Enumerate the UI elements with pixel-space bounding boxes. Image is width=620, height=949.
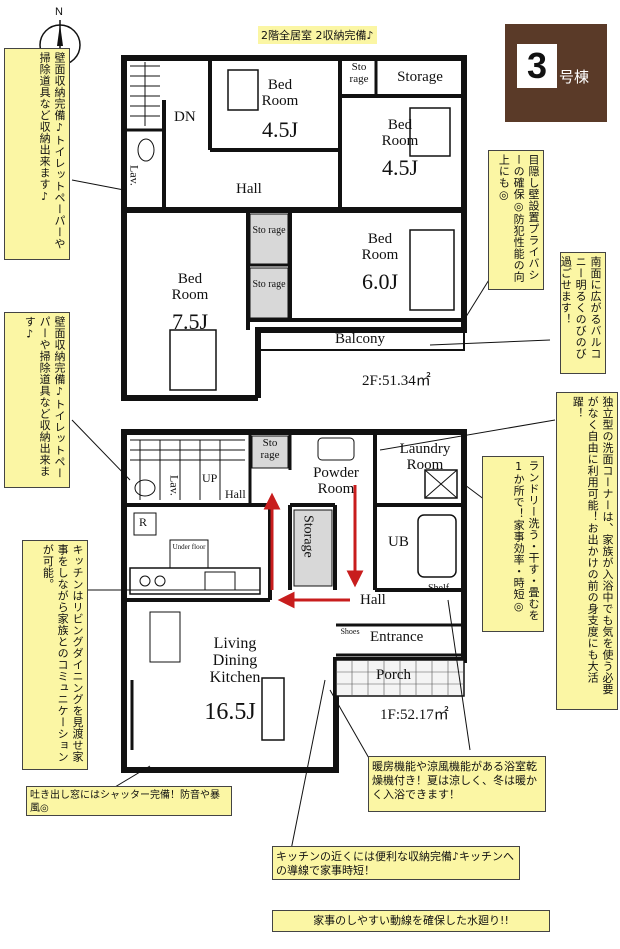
dining-table-icon: [149, 611, 181, 663]
porch-tiles: [335, 659, 465, 697]
bed-icon: [409, 229, 455, 311]
note-wall-storage-1f: 壁面収納完備♪トイレットペーパーや掃除道具など収納出来ます♪: [4, 312, 70, 488]
unit-suffix: 号棟: [559, 68, 590, 86]
stove-burner-icon: [139, 575, 151, 587]
note-washroom: 独立型の洗面コーナーは、家族が入浴中でも気を使う必要がなく自由に利用可能！お出か…: [556, 392, 618, 710]
bedroom4-label: Bed Room: [150, 271, 230, 304]
bedroom3-line2: Room: [361, 246, 399, 263]
leader-lines: [71, 179, 556, 856]
bedroom2-line1: Bed: [387, 117, 413, 133]
compass-north-label: N: [55, 6, 63, 18]
top-note: 2階全居室 2収納完備♪: [258, 26, 377, 44]
powder-room-label: Powder Room: [298, 465, 374, 498]
floor2-storage-b-fill: [249, 267, 289, 319]
bedroom4-line2: Room: [171, 286, 209, 303]
laundry-room-line2: Room: [406, 456, 444, 473]
sink-icon: [317, 437, 355, 461]
laundry-room-label: Laundry Room: [385, 441, 465, 474]
ldk-line1: Living: [213, 635, 257, 652]
bed-icon: [409, 107, 451, 157]
note-blind-window: 目隠し壁設置プライバシーの確保◎防犯性能の向上にも◎: [488, 150, 544, 290]
ldk-line3: Kitchen: [209, 668, 261, 686]
bedroom3-size: 6.0J: [361, 269, 399, 294]
floor1-walls: [121, 429, 467, 773]
note-shutter: 吐き出し窓にはシャッター完備！防音や暴風◎: [26, 786, 232, 816]
sofa-icon: [261, 677, 285, 741]
ldk-label: Living Dining Kitchen: [185, 635, 285, 686]
floor2-storage-a-fill: [249, 213, 289, 265]
note-water-flow: 家事のしやすい動線を確保した水廻り!!: [272, 910, 550, 932]
under-floor-storage: [169, 539, 209, 569]
floor1-hall-top: Hall: [225, 487, 246, 501]
powder-room-line1: Powder: [313, 465, 359, 481]
bedroom3-label: Bed Room: [340, 231, 420, 264]
note-balcony-south: 南面に広がるバルコニー明るくのびのび過ごせます！: [559, 252, 606, 374]
floor2-sto-a: Sto rage: [252, 225, 286, 236]
unit-number: 3: [517, 44, 557, 88]
bedroom2-line2: Room: [381, 132, 419, 149]
floor1-sto-small: Sto rage: [260, 437, 280, 461]
bedroom4-line1: Bed: [177, 271, 203, 287]
bedroom1-size: 4.5J: [261, 117, 299, 142]
floor2-sto-b: Sto rage: [252, 279, 286, 290]
bed-icon: [227, 69, 259, 111]
bedroom3-line1: Bed: [367, 231, 393, 247]
floor2-hall-label: Hall: [236, 181, 262, 197]
floor2-walls: [121, 55, 467, 401]
powder-room-line2: Room: [317, 480, 355, 497]
floor1-lav-label: Lav.: [167, 475, 182, 496]
ub-label: UB: [388, 534, 409, 550]
floor1-storage-v-fill: [293, 509, 333, 587]
floor1-stairs: [130, 439, 245, 500]
floor2-storage-small: Sto rage: [349, 61, 369, 85]
entrance-label: Entrance: [370, 629, 424, 645]
note-kitchen: キッチンはリビングダイニングを見渡せ家事をしながら家族とのコミュニケーションが可…: [22, 540, 88, 770]
floor2-dn-label: DN: [174, 109, 196, 125]
laundry-room-line1: Laundry: [399, 441, 451, 457]
toilet-icon: [134, 479, 156, 497]
floor1-hall-label: Hall: [360, 592, 386, 608]
bedroom2-size: 4.5J: [381, 155, 419, 180]
floor2-storage-large: Storage: [397, 69, 443, 85]
note-laundry: ランドリー洗う・干す・畳むを1か所で！家事効率・時短◎: [482, 456, 544, 632]
balcony-label: Balcony: [335, 331, 385, 347]
shelf-label: Shelf: [428, 583, 450, 594]
kitchen-sink-icon: [204, 571, 236, 591]
note-bath-dryer: 暖房機能や涼風機能がある浴室乾燥機付き！夏は涼しく、冬は暖かく入浴できます！: [368, 756, 546, 812]
bathtub-icon: [417, 514, 457, 578]
note-wall-storage-2f: 壁面収納完備♪トイレットペーパーや掃除道具など収納出来ます♪: [4, 48, 70, 260]
refrigerator-icon: [133, 512, 157, 536]
bedroom2-label: Bed Room: [360, 117, 440, 150]
floor1-storage-small-fill: [251, 435, 289, 469]
stove-burner-icon: [154, 575, 166, 587]
refrigerator-label: R: [139, 515, 148, 529]
floor1-area: 1F:52.17㎡: [380, 707, 449, 723]
bedroom1-line1: Bed: [267, 77, 293, 93]
under-floor-label: Under floor: [172, 543, 206, 551]
floor2-area: 2F:51.34㎡: [362, 373, 431, 389]
floor2-lav-label: Lav.: [127, 165, 142, 186]
floor1-up-label: UP: [202, 471, 218, 485]
bedroom4-size: 7.5J: [171, 309, 209, 334]
porch-label: Porch: [376, 667, 411, 683]
shoes-label: Shoes: [340, 627, 360, 636]
bedroom1-line2: Room: [261, 92, 299, 109]
washing-machine-icon: [424, 469, 458, 499]
unit-banner: 3 号棟: [505, 24, 607, 122]
note-kitchen-storage: キッチンの近くには便利な収納完備♪キッチンへの導線で家事時短！: [272, 846, 520, 880]
floor1-storage-v: Storage: [300, 515, 316, 558]
bedroom1-label: Bed Room: [240, 77, 320, 110]
washing-machine-mark: [424, 469, 458, 499]
floor2-stairs: [130, 62, 160, 126]
flow-arrows: [263, 485, 364, 609]
ldk-line2: Dining: [212, 651, 258, 669]
bed-icon: [169, 329, 217, 391]
ldk-size: 16.5J: [204, 699, 256, 725]
toilet-icon: [137, 138, 155, 162]
